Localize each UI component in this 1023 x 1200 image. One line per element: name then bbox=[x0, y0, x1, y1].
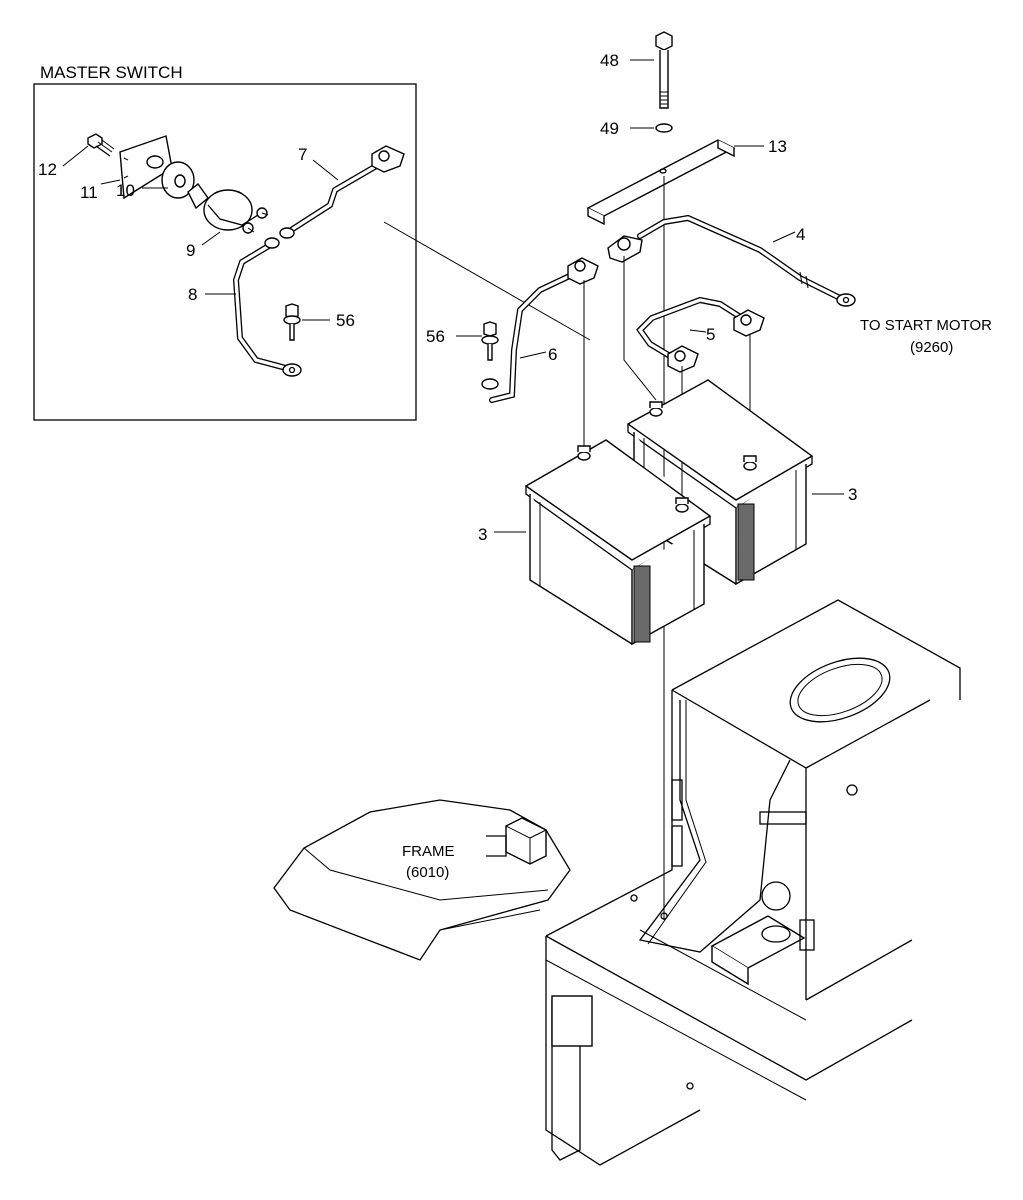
callout-3-front: 3 bbox=[478, 525, 487, 544]
hold-down-bracket-13 bbox=[586, 139, 736, 226]
master-switch-9 bbox=[187, 182, 269, 234]
callout-3-rear: 3 bbox=[848, 485, 857, 504]
machine-frame bbox=[545, 599, 961, 1166]
washer-10 bbox=[161, 161, 195, 199]
cable-5 bbox=[636, 296, 765, 373]
note-frame-line2: (6010) bbox=[406, 864, 449, 881]
rod-line-cable4-post bbox=[623, 256, 657, 401]
leader-4 bbox=[772, 231, 796, 243]
note-start-motor-line2: (9260) bbox=[910, 339, 953, 356]
master-switch-title: MASTER SWITCH bbox=[40, 63, 183, 82]
callout-4: 4 bbox=[796, 225, 805, 244]
callout-7: 7 bbox=[298, 145, 307, 164]
callout-48: 48 bbox=[600, 51, 619, 70]
callout-10: 10 bbox=[116, 181, 135, 200]
callout-11: 11 bbox=[80, 183, 98, 202]
cable-8 bbox=[232, 237, 302, 377]
leader-6 bbox=[519, 351, 547, 359]
leader-5 bbox=[689, 329, 707, 333]
bolt-12 bbox=[87, 133, 115, 157]
callout-56-inset: 56 bbox=[336, 311, 355, 330]
leader-11 bbox=[100, 179, 121, 185]
hold-down-bolt-48 bbox=[655, 31, 673, 109]
callout-5: 5 bbox=[706, 325, 715, 344]
note-start-motor-line1: TO START MOTOR bbox=[860, 317, 992, 334]
bolt-56-main bbox=[481, 321, 499, 361]
callout-6: 6 bbox=[548, 345, 557, 364]
battery-front-3 bbox=[524, 439, 712, 646]
master-switch-inset-frame bbox=[33, 83, 417, 421]
bolt-56-inset bbox=[283, 303, 301, 341]
mounting-plate-11 bbox=[119, 135, 173, 200]
callout-8: 8 bbox=[188, 285, 197, 304]
note-frame-line1: FRAME bbox=[402, 843, 455, 860]
cable-4 bbox=[607, 214, 856, 307]
callout-56-main: 56 bbox=[426, 327, 445, 346]
leader-9 bbox=[201, 231, 221, 246]
link-line-inset-to-battery bbox=[383, 221, 591, 341]
callout-12: 12 bbox=[38, 160, 57, 179]
frame-fender bbox=[273, 799, 571, 961]
cable-7 bbox=[279, 145, 405, 239]
callout-49: 49 bbox=[600, 119, 619, 138]
cable-6 bbox=[481, 257, 599, 403]
washer-49 bbox=[655, 123, 673, 133]
master-switch-inset: MASTER SWITCH bbox=[33, 63, 417, 421]
leader-7 bbox=[312, 159, 339, 181]
leader-12 bbox=[62, 145, 89, 167]
callout-13: 13 bbox=[768, 137, 787, 156]
callout-9: 9 bbox=[186, 241, 195, 260]
